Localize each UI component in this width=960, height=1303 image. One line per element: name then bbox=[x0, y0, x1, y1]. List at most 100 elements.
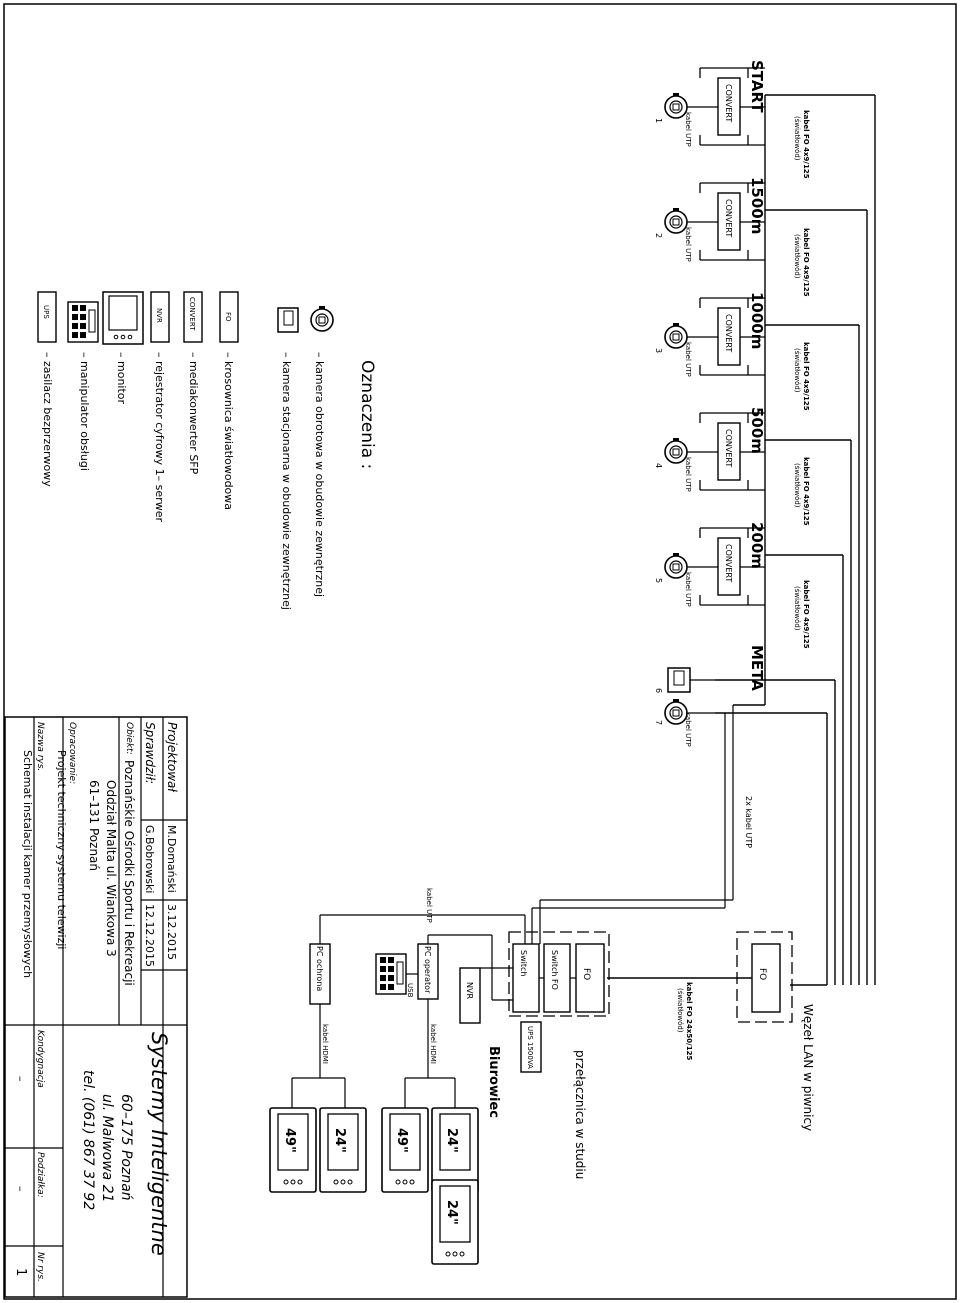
legend-item-2: – kamera stacjonarna w obudowie zewnętrz… bbox=[280, 352, 293, 610]
lan-node-label: Węzeł LAN w piwnicy bbox=[801, 1004, 815, 1131]
monitors: 24" 49" 24" 24" 49" bbox=[269, 1107, 479, 1265]
legend-item-1: – kamera obrotowa w obudowie zewnętrznej bbox=[313, 352, 326, 597]
fo-cable-label-4: kabel FO 4x9/125 bbox=[802, 457, 810, 526]
nazwa-text: Schemat instalacji kamer przemysłowych bbox=[21, 750, 34, 978]
double-utp-label: 2x kabel UTP bbox=[744, 796, 753, 848]
lan-fo-label: FO bbox=[757, 968, 767, 980]
kondygnacja-label: Kondygnacja bbox=[35, 1030, 45, 1088]
legend-fo-text: FO bbox=[224, 312, 232, 322]
cam-no-1: 1 bbox=[654, 118, 663, 123]
convert-label-1: CONVERT bbox=[724, 84, 733, 122]
sprawdzil-date: 12.12.2015 bbox=[143, 904, 156, 967]
monitor-3-size: 24" bbox=[444, 1200, 459, 1225]
legend-dome-icon bbox=[310, 305, 334, 332]
projektowal-name: M.Domański bbox=[165, 825, 178, 893]
segment-1 bbox=[664, 67, 765, 146]
distance-label-4: 500m bbox=[748, 407, 766, 454]
pc-ochrona-label: PC ochrona bbox=[315, 946, 324, 991]
company-address-1: 60–175 Poznań bbox=[118, 1094, 134, 1201]
legend-convert-text: CONVERT bbox=[188, 297, 196, 331]
drawing-frame bbox=[3, 3, 957, 1300]
cam-no-7: 7 bbox=[654, 720, 663, 725]
convert-label-2: CONVERT bbox=[724, 199, 733, 237]
cam-no-5: 5 bbox=[654, 578, 663, 583]
fo-cable-note-3: (światłowód) bbox=[793, 348, 801, 393]
fo-cable-note-5: (światłowód) bbox=[793, 586, 801, 631]
nazwa-label: Nazwa rys. bbox=[35, 722, 45, 771]
segment-5 bbox=[664, 527, 765, 606]
utp-label-1: kabel UTP bbox=[684, 112, 692, 147]
monitor-2: 49" bbox=[381, 1107, 429, 1193]
studio-fo-patch bbox=[575, 943, 605, 1013]
legend-item-7: – manipulator obsługi bbox=[78, 352, 91, 471]
obiekt-label: Obiekt: bbox=[124, 722, 134, 755]
fo-cable-label-3: kabel FO 4x9/125 bbox=[802, 342, 810, 411]
hdmi-label-1: kabel HDMI bbox=[429, 1024, 437, 1064]
monitor-4: 24" bbox=[319, 1107, 367, 1193]
fo-cable-note-1: (światłowód) bbox=[793, 116, 801, 161]
company-name: Systemy Inteligentne bbox=[147, 1032, 171, 1256]
utp-label-7: kabel UTP bbox=[684, 712, 692, 747]
company-address-2: ul. Malwowa 21 bbox=[99, 1094, 115, 1203]
opracowanie-label: Opracowanie: bbox=[67, 722, 77, 784]
podzialka-value: – bbox=[14, 1186, 27, 1192]
legend-ups-text: UPS bbox=[42, 305, 50, 319]
legend-item-5: – rejestrator cyfrowy 1– serwer bbox=[153, 352, 166, 522]
studio-rack: Switch Switch FO FO UPS 1500VA przełączn… bbox=[508, 931, 610, 1179]
meta-cameras bbox=[664, 667, 715, 725]
office-equipment: NVR PC operator USB PC ochrona Biurowiec… bbox=[291, 943, 501, 1180]
utp-label-4: kabel UTP bbox=[684, 457, 692, 492]
legend-item-4: – mediakonwerter SFP bbox=[187, 352, 200, 475]
projektowal-label: Projektował bbox=[165, 722, 179, 792]
legend-item-8: – zasilacz bezprzerwowy bbox=[41, 352, 54, 487]
lan-fo-cable-label: kabel FO 24x50/125 bbox=[685, 982, 693, 1060]
title-block: Projektował M.Domański 3.12.2015 Sprawdz… bbox=[4, 716, 188, 1298]
ups-box bbox=[520, 1021, 542, 1073]
nr-value: 1 bbox=[13, 1268, 28, 1276]
keypad-icon bbox=[375, 953, 407, 995]
segment-3 bbox=[664, 297, 765, 376]
monitor-3: 24" bbox=[431, 1179, 479, 1265]
studio-switch bbox=[512, 943, 540, 1013]
cam-no-4: 4 bbox=[654, 463, 663, 468]
studio-label: przełącznica w studiu bbox=[573, 1050, 587, 1179]
studio-fo-label: FO bbox=[581, 968, 591, 980]
studio-switch-fo-label: Switch FO bbox=[550, 950, 559, 990]
legend-title: Oznaczenia : bbox=[357, 360, 377, 469]
projektowal-date: 3.12.2015 bbox=[165, 904, 178, 960]
monitor-1-size: 24" bbox=[444, 1128, 459, 1153]
convert-label-4: CONVERT bbox=[724, 429, 733, 467]
legend-fo-symbol bbox=[219, 291, 239, 343]
studio-switch-label: Switch bbox=[519, 950, 528, 976]
monitor-2-size: 49" bbox=[394, 1128, 409, 1153]
monitor-4-size: 24" bbox=[332, 1128, 347, 1153]
usb-label: USB bbox=[406, 983, 414, 998]
distance-label-1: START bbox=[748, 60, 766, 113]
utp-label-5: kabel UTP bbox=[684, 572, 692, 607]
legend-ups-symbol bbox=[37, 291, 57, 343]
utp-label-3: kabel UTP bbox=[684, 342, 692, 377]
obiekt-line-3: 61–131 Poznań bbox=[87, 780, 101, 871]
segment-4 bbox=[664, 412, 765, 491]
nr-label: Nr rys. bbox=[35, 1252, 45, 1282]
lan-node: FO Węzeł LAN w piwnicy kabel FO 24x50/12… bbox=[607, 705, 815, 1131]
chain-labels: START 1500m 1000m 500m 200m META CONVERT… bbox=[654, 60, 810, 848]
cam-no-6: 6 bbox=[654, 688, 663, 693]
dome-camera-7-icon bbox=[664, 698, 688, 725]
legend-nvr-symbol bbox=[150, 291, 170, 343]
meta-label: META bbox=[748, 645, 766, 691]
legend-nvr-text: NVR bbox=[155, 308, 163, 323]
convert-label-5: CONVERT bbox=[724, 544, 733, 582]
cam-no-2: 2 bbox=[654, 233, 663, 238]
company-tel: tel. (061) 867 37 92 bbox=[80, 1070, 96, 1210]
monitor-5-size: 49" bbox=[282, 1128, 297, 1153]
ups-label: UPS 1500VA bbox=[526, 1026, 534, 1069]
convert-label-3: CONVERT bbox=[724, 314, 733, 352]
legend-item-6: – monitor bbox=[115, 352, 128, 405]
obiekt-line-1: Poznańskie Ośrodki Sportu i Rekreacji bbox=[122, 760, 136, 986]
nvr-box bbox=[459, 967, 481, 1024]
monitor-1: 24" bbox=[431, 1107, 479, 1193]
legend-keypad-icon bbox=[67, 301, 99, 343]
